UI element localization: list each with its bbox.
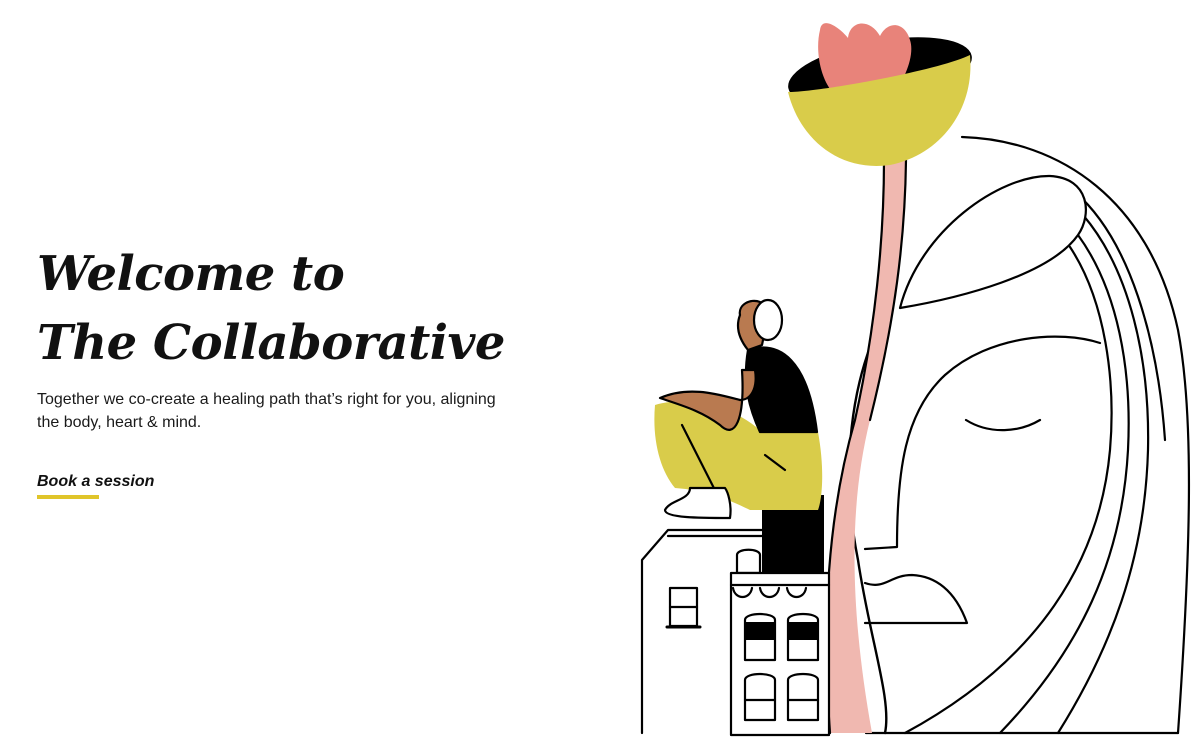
cta-underline (37, 495, 99, 499)
flower-bowl (788, 23, 972, 166)
building-right (729, 571, 831, 737)
flower-stem (825, 158, 908, 735)
title-line-1: Welcome to (37, 246, 345, 302)
hero-section: Welcome to The Collaborative Together we… (37, 240, 597, 499)
page-title: Welcome to The Collaborative (37, 240, 597, 378)
title-line-2: The Collaborative (37, 315, 505, 371)
sitting-person (654, 298, 823, 520)
face-illustration (848, 135, 1191, 735)
book-session-label: Book a session (37, 473, 155, 490)
hero-illustration (640, 23, 1191, 737)
hero-subtitle: Together we co-create a healing path tha… (37, 391, 496, 431)
book-session-link[interactable]: Book a session (37, 473, 155, 499)
